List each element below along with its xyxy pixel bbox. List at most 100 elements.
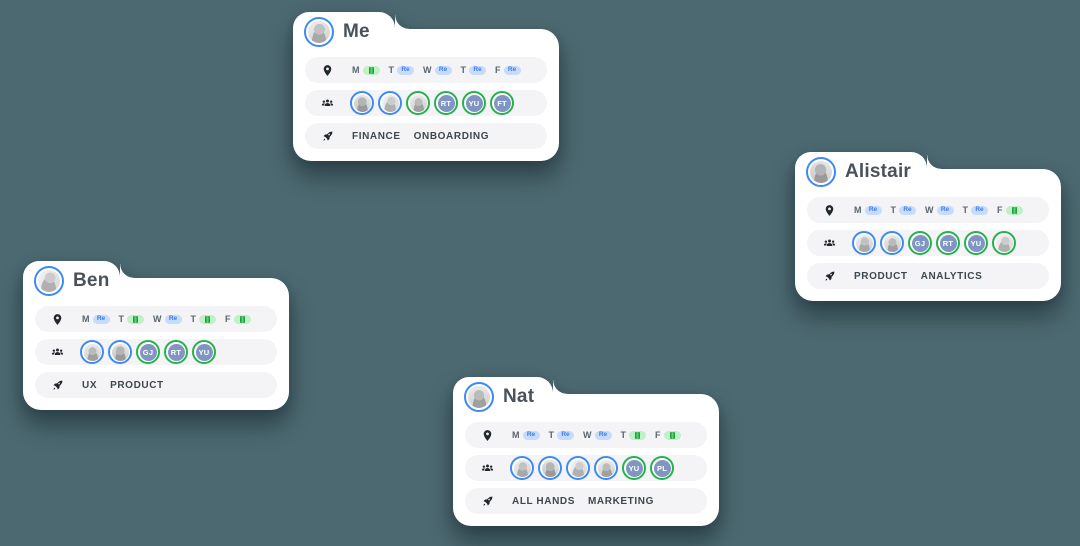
person-avatar[interactable]: YU	[462, 91, 486, 115]
remote-badge-label: Re	[975, 205, 984, 213]
tag[interactable]: FINANCE	[352, 130, 401, 142]
day-letter: W	[423, 65, 432, 75]
schedule-day-0[interactable]: M	[352, 65, 380, 75]
day-letter: T	[118, 314, 125, 324]
avatar-photo	[541, 459, 559, 477]
person-avatar[interactable]	[80, 340, 104, 364]
person-avatar[interactable]: FT	[490, 91, 514, 115]
tag[interactable]: ANALYTICS	[920, 270, 983, 282]
remote-badge-label: Re	[903, 205, 912, 213]
person-avatar[interactable]	[108, 340, 132, 364]
tag[interactable]: ONBOARDING	[413, 130, 490, 142]
remote-badge: Re	[864, 205, 882, 215]
person-avatar[interactable]: PL	[650, 456, 674, 480]
schedule-day-3[interactable]: T	[191, 314, 216, 324]
person-avatar[interactable]: YU	[192, 340, 216, 364]
day-letter: T	[548, 430, 555, 440]
remote-badge: Re	[397, 65, 414, 75]
avatar-photo	[468, 386, 490, 408]
person-avatar[interactable]	[992, 231, 1016, 255]
person-avatar[interactable]	[880, 231, 904, 255]
office-icon	[1011, 206, 1017, 214]
schedule-day-1[interactable]: T	[118, 314, 144, 324]
person-avatar[interactable]: GJ	[908, 231, 932, 255]
office-badge	[233, 314, 251, 324]
person-avatar[interactable]	[538, 456, 562, 480]
person-avatar[interactable]	[594, 456, 618, 480]
remote-badge-label: Re	[507, 65, 517, 73]
tag[interactable]: MARKETING	[588, 495, 654, 507]
office-badge	[199, 314, 216, 324]
person-avatar[interactable]	[566, 456, 590, 480]
tag[interactable]: ALL HANDS	[512, 495, 575, 507]
day-letter: W	[583, 430, 592, 440]
tag[interactable]: PRODUCT	[110, 379, 164, 391]
office-icon	[368, 66, 374, 74]
schedule-day-1[interactable]: T Re	[890, 205, 916, 215]
person-avatar[interactable]: RT	[164, 340, 188, 364]
remote-badge-label: Re	[168, 314, 178, 322]
avatar-photo	[513, 459, 531, 477]
person-avatar[interactable]: GJ	[136, 340, 160, 364]
remote-badge: Re	[469, 65, 486, 75]
avatar-photo	[883, 234, 901, 252]
day-letter: T	[890, 205, 897, 215]
people-avatars: YU PL	[510, 456, 674, 480]
person-avatar[interactable]: RT	[936, 231, 960, 255]
location-pin-icon	[47, 313, 67, 326]
person-avatar[interactable]	[852, 231, 876, 255]
avatar-initials: RT	[167, 343, 185, 361]
tag[interactable]: UX	[82, 379, 98, 391]
team-icon	[819, 237, 839, 250]
office-badge	[663, 430, 681, 440]
person-avatar[interactable]: RT	[434, 91, 458, 115]
avatar-photo	[38, 270, 60, 292]
tag[interactable]: PRODUCT	[854, 270, 908, 282]
person-avatar[interactable]	[350, 91, 374, 115]
day-letter: F	[655, 430, 661, 440]
avatar-initials: YU	[625, 459, 643, 477]
schedule-day-4[interactable]: F	[997, 205, 1023, 215]
office-icon	[133, 315, 138, 323]
remote-badge: Re	[522, 430, 540, 440]
schedule-day-3[interactable]: T	[621, 430, 646, 440]
person-avatar[interactable]: YU	[964, 231, 988, 255]
office-icon	[669, 431, 675, 439]
person-avatar[interactable]	[378, 91, 402, 115]
tag-list: PRODUCT ANALYTICS	[854, 271, 982, 282]
rocket-icon	[819, 270, 839, 283]
person-avatar[interactable]	[510, 456, 534, 480]
person-avatar[interactable]: YU	[622, 456, 646, 480]
schedule-day-4[interactable]: F	[225, 314, 251, 324]
day-letter: W	[925, 205, 934, 215]
schedule-day-4[interactable]: F	[655, 430, 681, 440]
remote-badge: Re	[594, 430, 612, 440]
tag-list: UX PRODUCT	[82, 380, 164, 391]
avatar-initials: YU	[465, 94, 483, 112]
remote-badge-label: Re	[401, 65, 410, 73]
person-avatar[interactable]	[406, 91, 430, 115]
location-pin-icon	[317, 64, 337, 77]
